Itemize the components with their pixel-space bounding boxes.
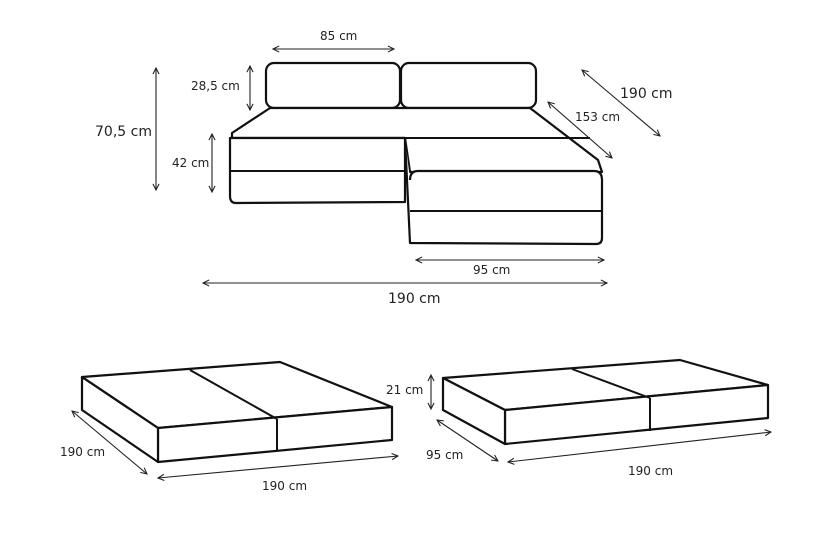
dimension-line-bed-small-depth: [437, 420, 498, 461]
dimension-line-chaise-length-outer: [582, 70, 660, 136]
bed-large: 190 cm 190 cm: [60, 360, 398, 493]
bed-small-top-seam: [571, 368, 651, 399]
dimension-line-chaise-length-inner: [548, 102, 612, 158]
label-chaise-length-inner: 153 cm: [575, 110, 620, 124]
label-bed-small-width: 190 cm: [628, 464, 673, 478]
label-total-width: 190 cm: [388, 291, 441, 307]
chaise-front-block: [403, 137, 604, 246]
label-bed-large-width: 190 cm: [262, 479, 307, 493]
bed-large-top-seam: [189, 369, 278, 420]
corner-sofa: [228, 61, 604, 246]
label-bed-small-height: 21 cm: [386, 383, 423, 397]
dimension-line-bed-small-width: [508, 432, 771, 462]
back-cushion-left: [264, 61, 402, 110]
sofa-dimensions: 85 cm 28,5 cm 70,5 cm 42 cm 190 cm 153 c…: [95, 29, 673, 307]
label-bed-large-depth: 190 cm: [60, 445, 105, 459]
back-cushion-right: [399, 61, 538, 110]
label-seat-height: 42 cm: [172, 156, 209, 170]
dimension-line-bed-large-width: [158, 456, 398, 478]
label-total-height: 70,5 cm: [95, 124, 152, 140]
dimension-line-bed-large-depth: [72, 411, 147, 474]
label-chaise-width: 95 cm: [473, 263, 510, 277]
bed-small: 21 cm 95 cm 190 cm: [386, 358, 771, 478]
label-back-cushion-width: 85 cm: [320, 29, 357, 43]
label-back-cushion-height: 28,5 cm: [191, 79, 240, 93]
label-chaise-length-outer: 190 cm: [620, 86, 673, 102]
label-bed-small-depth: 95 cm: [426, 448, 463, 462]
